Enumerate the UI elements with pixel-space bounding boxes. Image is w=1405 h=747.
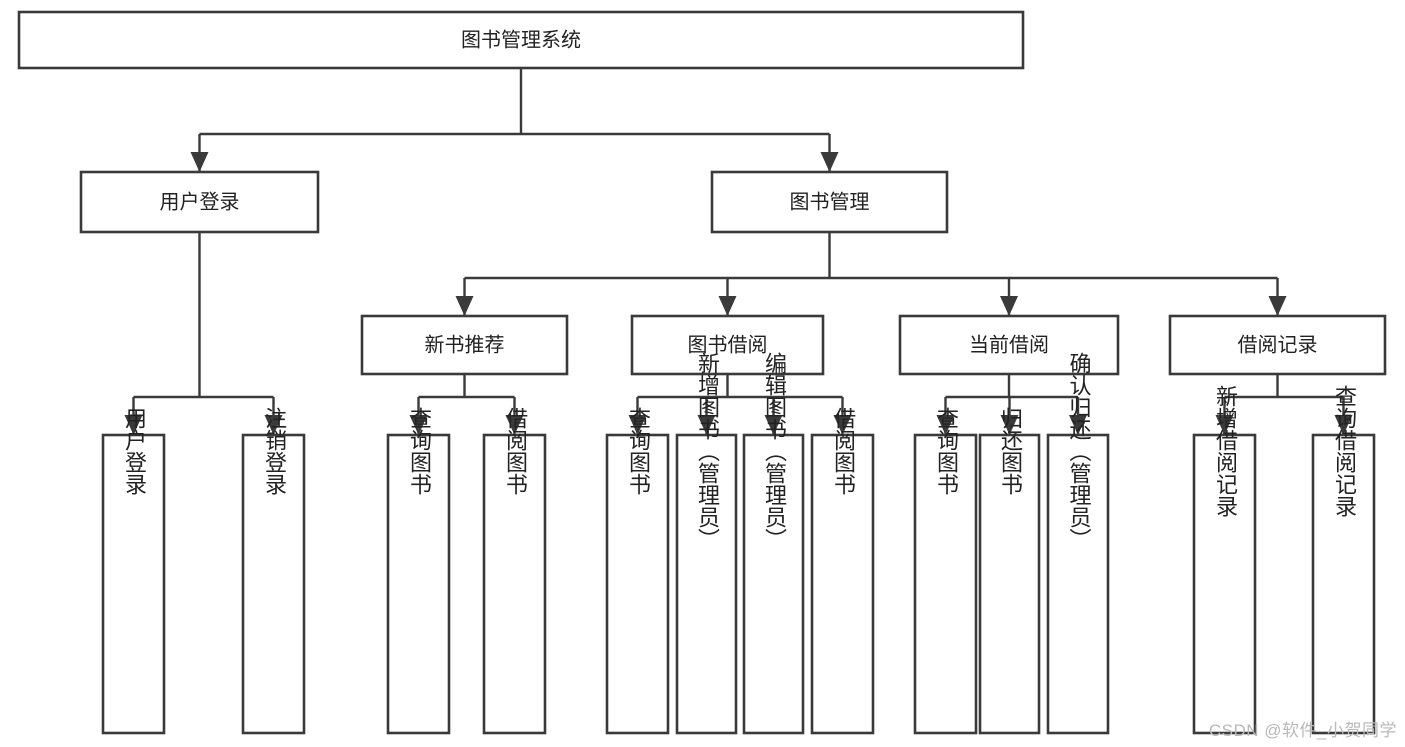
node-box-leaf-borrow-book-2[interactable]	[810, 433, 875, 735]
node-label-borrow-record: 借阅记录	[1238, 333, 1318, 356]
node-box-book-manage[interactable]	[710, 170, 949, 234]
node-leaf-confirm-return[interactable]: 确认归还（管理员）	[1046, 352, 1110, 735]
node-box-leaf-confirm-return[interactable]	[1046, 433, 1110, 735]
node-label-leaf-query-book-2: 查询图书	[626, 407, 651, 495]
node-leaf-query-book-3[interactable]: 查询图书	[913, 407, 978, 735]
node-new-book-rec[interactable]: 新书推荐	[360, 314, 569, 376]
node-box-root[interactable]	[17, 10, 1025, 70]
node-box-leaf-borrow-book-1[interactable]	[482, 433, 547, 735]
node-leaf-query-book-2[interactable]: 查询图书	[605, 407, 670, 735]
node-label-leaf-query-book-1: 查询图书	[407, 407, 432, 495]
node-label-leaf-return-book: 归还图书	[998, 407, 1023, 495]
node-box-leaf-logout[interactable]	[241, 433, 306, 735]
arrow-head-icon-leaf-user-login	[124, 415, 143, 435]
arrow-head-icon-leaf-return-book	[1000, 415, 1019, 435]
node-label-leaf-add-record: 新增借阅记录	[1213, 385, 1238, 517]
node-user-login[interactable]: 用户登录	[79, 170, 320, 234]
node-leaf-borrow-book-1[interactable]: 借阅图书	[482, 407, 547, 735]
node-root[interactable]: 图书管理系统	[17, 10, 1025, 70]
node-box-leaf-query-book-1[interactable]	[386, 433, 451, 735]
node-leaf-add-book[interactable]: 新增图书（管理员）	[675, 352, 738, 735]
arrow-head-icon-book-borrow	[718, 296, 737, 316]
arrow-head-icon-current-borrow	[1000, 296, 1018, 316]
node-label-leaf-borrow-book-2: 借阅图书	[831, 407, 856, 495]
node-leaf-return-book[interactable]: 归还图书	[978, 407, 1041, 735]
node-label-leaf-borrow-book-1: 借阅图书	[503, 407, 528, 495]
node-borrow-record[interactable]: 借阅记录	[1168, 314, 1387, 376]
node-box-new-book-rec[interactable]	[360, 314, 569, 376]
arrow-head-icon-leaf-add-record	[1215, 415, 1234, 435]
arrow-head-icon-leaf-add-book	[697, 415, 716, 435]
node-label-leaf-user-login: 用户登录	[122, 407, 147, 495]
node-leaf-query-record[interactable]: 查询借阅记录	[1311, 385, 1376, 735]
node-leaf-edit-book[interactable]: 编辑图书（管理员）	[742, 352, 805, 735]
node-label-book-manage: 图书管理	[790, 190, 870, 213]
node-label-leaf-confirm-return: 确认归还（管理员）	[1067, 352, 1092, 550]
node-leaf-user-login[interactable]: 用户登录	[101, 407, 166, 735]
node-label-leaf-query-book-3: 查询图书	[934, 407, 959, 495]
arrow-head-icon-leaf-borrow-book-2	[833, 415, 852, 435]
arrow-head-icon-leaf-query-book-1	[409, 415, 428, 435]
arrow-head-icon-leaf-query-book-3	[936, 415, 955, 435]
node-leaf-logout[interactable]: 注销登录	[241, 407, 306, 735]
arrow-head-icon-leaf-edit-book	[764, 415, 783, 435]
node-label-root: 图书管理系统	[461, 28, 581, 51]
node-label-user-login: 用户登录	[160, 190, 240, 213]
arrow-head-icon-new-book-rec	[455, 296, 474, 316]
node-book-manage[interactable]: 图书管理	[710, 170, 949, 234]
arrow-head-icon-leaf-confirm-return	[1069, 415, 1087, 435]
arrow-head-icon-leaf-query-book-2	[628, 415, 647, 435]
node-box-leaf-user-login[interactable]	[101, 433, 166, 735]
connectors-layer	[124, 68, 1353, 435]
node-box-borrow-record[interactable]	[1168, 314, 1387, 376]
node-label-book-borrow: 图书借阅	[688, 333, 768, 356]
arrow-head-icon-user-login	[190, 152, 209, 172]
node-label-current-borrow: 当前借阅	[969, 333, 1049, 356]
node-leaf-query-book-1[interactable]: 查询图书	[386, 407, 451, 735]
arrow-head-icon-leaf-query-record	[1334, 415, 1353, 435]
arrow-head-icon-book-manage	[820, 152, 839, 172]
node-label-leaf-add-book: 新增图书（管理员）	[695, 352, 720, 550]
node-box-leaf-query-record[interactable]	[1311, 433, 1376, 735]
node-box-leaf-query-book-3[interactable]	[913, 433, 978, 735]
node-box-leaf-add-record[interactable]	[1192, 433, 1257, 735]
arrow-head-icon-borrow-record	[1268, 296, 1287, 316]
node-box-user-login[interactable]	[79, 170, 320, 234]
node-box-leaf-edit-book[interactable]	[742, 433, 805, 735]
arrow-head-icon-leaf-borrow-book-1	[505, 415, 524, 435]
nodes-layer: 图书管理系统用户登录图书管理新书推荐图书借阅当前借阅借阅记录用户登录注销登录查询…	[17, 10, 1387, 735]
node-book-borrow[interactable]: 图书借阅	[630, 314, 825, 376]
node-label-leaf-edit-book: 编辑图书（管理员）	[762, 352, 787, 550]
node-label-new-book-rec: 新书推荐	[425, 333, 505, 356]
node-box-leaf-return-book[interactable]	[978, 433, 1041, 735]
node-label-leaf-logout: 注销登录	[262, 407, 287, 495]
node-box-leaf-query-book-2[interactable]	[605, 433, 670, 735]
node-box-leaf-add-book[interactable]	[675, 433, 738, 735]
node-leaf-add-record[interactable]: 新增借阅记录	[1192, 385, 1257, 735]
arrow-head-icon-leaf-logout	[264, 415, 283, 435]
node-box-current-borrow[interactable]	[898, 314, 1120, 376]
node-box-book-borrow[interactable]	[630, 314, 825, 376]
node-label-leaf-query-record: 查询借阅记录	[1332, 385, 1357, 517]
node-current-borrow[interactable]: 当前借阅	[898, 314, 1120, 376]
node-leaf-borrow-book-2[interactable]: 借阅图书	[810, 407, 875, 735]
